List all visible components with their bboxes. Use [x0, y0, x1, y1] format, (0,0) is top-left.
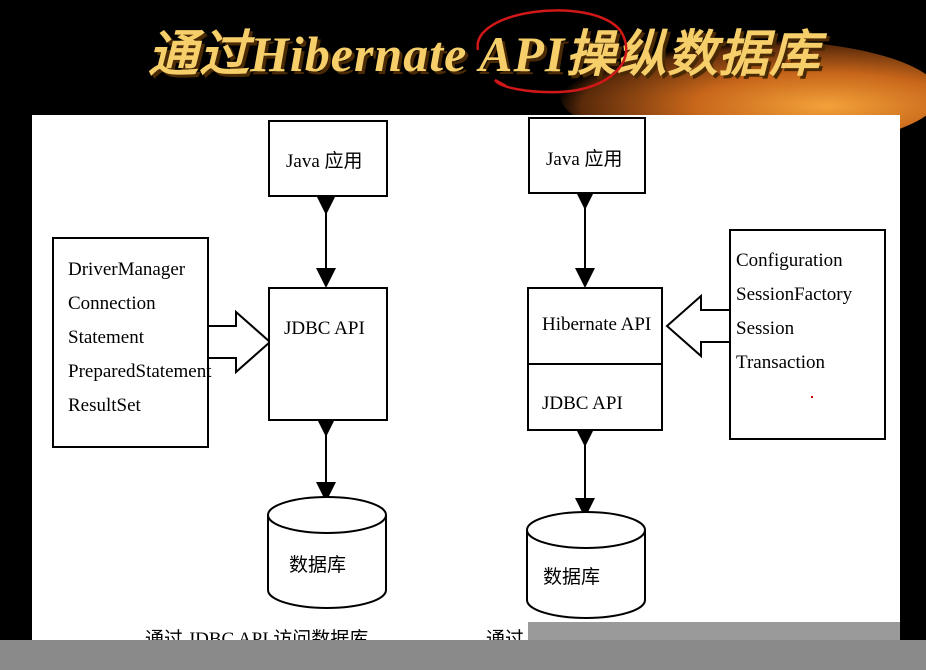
right-api-stack-box [527, 287, 663, 431]
left-database-cylinder [267, 496, 387, 609]
right-database-label: 数据库 [543, 567, 601, 588]
right-database-cylinder [526, 511, 646, 619]
bottom-overlay-strip [528, 622, 900, 642]
right-class-item: SessionFactory [736, 284, 853, 305]
slide-title: 通过Hibernate API操纵数据库 [148, 26, 821, 82]
right-java-app-box [528, 117, 646, 194]
right-classes-list: Configuration SessionFactory Session Tra… [736, 244, 852, 380]
left-class-item: Statement [68, 327, 144, 348]
left-class-item: Connection [68, 293, 156, 314]
left-jdbc-api-box [268, 287, 388, 421]
right-classes-box [729, 229, 886, 440]
left-java-app-box [268, 120, 388, 197]
right-class-item: Configuration [736, 250, 843, 271]
right-jdbc-api-label: JDBC API [542, 393, 623, 414]
right-java-app-label: Java 应用 [546, 149, 623, 170]
left-hollow-arrow [209, 309, 272, 375]
right-class-item: Session [736, 318, 795, 339]
left-database-label: 数据库 [289, 555, 347, 576]
left-classes-list: DriverManager Connection Statement Prepa… [68, 253, 212, 423]
left-class-item: PreparedStatement [68, 361, 212, 382]
left-classes-box [52, 237, 209, 448]
right-class-item: Transaction [736, 352, 826, 373]
right-hollow-arrow [665, 293, 729, 359]
bottom-gray-bar [0, 640, 926, 670]
stray-dot [811, 396, 813, 398]
red-circle-annotation [476, 9, 628, 94]
right-hibernate-api-label: Hibernate API [542, 314, 652, 335]
left-class-item: DriverManager [68, 259, 186, 280]
left-java-app-label: Java 应用 [286, 151, 363, 172]
right-api-divider [527, 363, 663, 365]
left-class-item: ResultSet [68, 395, 141, 416]
left-jdbc-api-label: JDBC API [284, 318, 365, 339]
